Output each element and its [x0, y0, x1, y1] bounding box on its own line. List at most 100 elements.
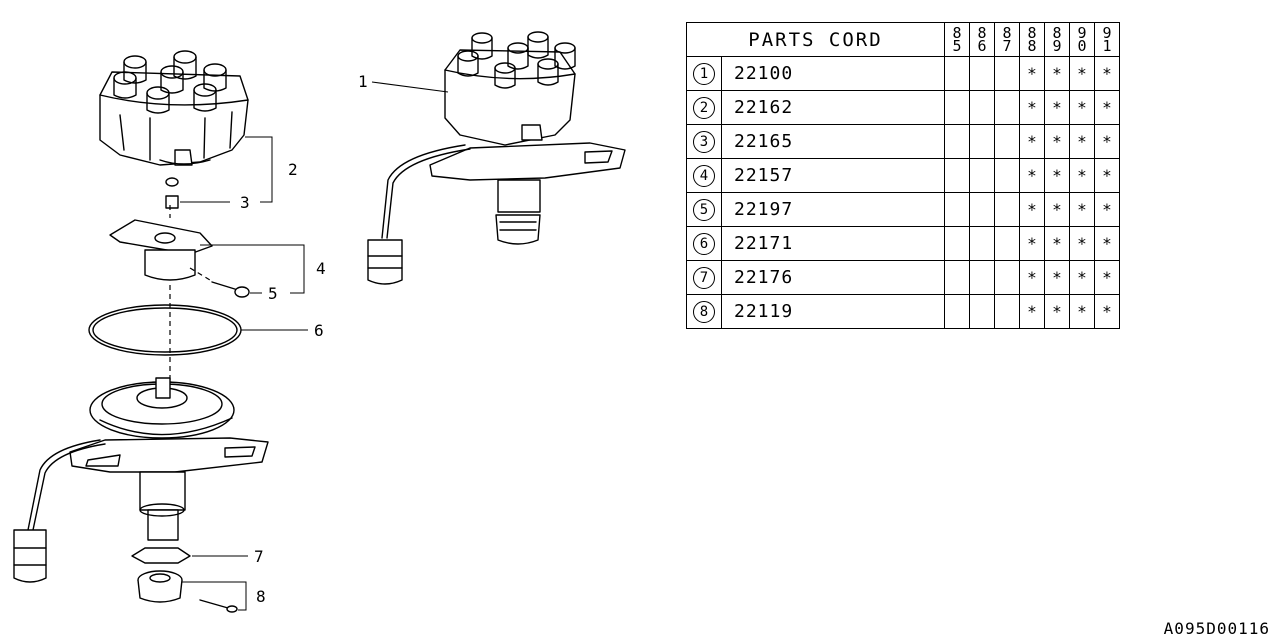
part-number-cell: 1 [686, 56, 722, 91]
part-code-cell: 22162 [721, 90, 945, 125]
year-applicability-cell: * [1069, 226, 1095, 261]
year-applicability-cell [969, 294, 995, 329]
year-applicability-cell: * [1044, 192, 1070, 227]
year-applicability-cell: * [1044, 56, 1070, 91]
year-applicability-cell [944, 124, 970, 159]
distributor-cap-part [99, 50, 249, 166]
year-applicability-cell [944, 226, 970, 261]
year-applicability-cell: * [1069, 90, 1095, 125]
year-applicability-cell: * [1069, 192, 1095, 227]
year-applicability-cell [994, 90, 1020, 125]
carbon-point-part [165, 177, 230, 209]
year-applicability-cell: * [1094, 56, 1120, 91]
year-applicability-cell [944, 158, 970, 193]
year-applicability-cell: * [1044, 260, 1070, 295]
callout-8: 8 [256, 587, 266, 606]
year-applicability-cell: * [1019, 158, 1045, 193]
year-applicability-cell: * [1069, 294, 1095, 329]
year-applicability-cell [944, 192, 970, 227]
rotor-part [109, 219, 300, 281]
year-applicability-cell [944, 260, 970, 295]
year-applicability-cell: * [1044, 124, 1070, 159]
year-applicability-cell [969, 226, 995, 261]
part-code-cell: 22171 [721, 226, 945, 261]
year-applicability-cell [944, 56, 970, 91]
year-applicability-cell: * [1094, 226, 1120, 261]
year-applicability-cell [994, 226, 1020, 261]
year-applicability-cell [969, 192, 995, 227]
year-applicability-cell [944, 90, 970, 125]
year-applicability-cell [994, 294, 1020, 329]
year-applicability-cell [994, 158, 1020, 193]
part-code-cell: 22119 [721, 294, 945, 329]
year-applicability-cell: * [1019, 192, 1045, 227]
year-applicability-cell: * [1069, 124, 1095, 159]
year-applicability-cell: * [1094, 124, 1120, 159]
year-applicability-cell: * [1019, 124, 1045, 159]
part-number-circle: 1 [693, 62, 715, 85]
year-applicability-cell: * [1094, 294, 1120, 329]
year-applicability-cell: * [1069, 158, 1095, 193]
part-code-cell: 22165 [721, 124, 945, 159]
year-applicability-cell [994, 124, 1020, 159]
year-applicability-cell: * [1044, 158, 1070, 193]
part-number-cell: 4 [686, 158, 722, 193]
part-number-circle: 7 [693, 266, 715, 289]
year-applicability-cell [969, 124, 995, 159]
washer-part [131, 547, 248, 564]
year-applicability-cell: * [1094, 90, 1120, 125]
year-applicability-cell: * [1069, 56, 1095, 91]
bracket-2-3 [245, 136, 273, 203]
year-applicability-cell: * [1094, 260, 1120, 295]
part-code-cell: 22176 [721, 260, 945, 295]
year-applicability-cell: * [1019, 56, 1045, 91]
callout-4: 4 [316, 259, 326, 278]
part-number-cell: 7 [686, 260, 722, 295]
part-number-circle: 8 [693, 300, 715, 323]
bracket-4-5 [290, 244, 305, 294]
drive-gear-part [137, 570, 247, 613]
part-code-cell: 22157 [721, 158, 945, 193]
part-number-circle: 2 [693, 96, 715, 119]
part-number-circle: 4 [693, 164, 715, 187]
distributor-body-part [13, 377, 269, 583]
parts-table-title: PARTS CORD [686, 22, 945, 57]
part-code-cell: 22197 [721, 192, 945, 227]
year-applicability-cell: * [1019, 90, 1045, 125]
part-number-cell: 6 [686, 226, 722, 261]
part-number-circle: 6 [693, 232, 715, 255]
year-applicability-cell: * [1044, 226, 1070, 261]
year-applicability-cell: * [1094, 158, 1120, 193]
callout-2: 2 [288, 160, 298, 179]
part-number-cell: 3 [686, 124, 722, 159]
assembled-distributor-part [367, 31, 626, 285]
callout-7: 7 [254, 547, 264, 566]
year-applicability-cell: * [1094, 192, 1120, 227]
callout-1: 1 [358, 72, 368, 91]
year-applicability-cell: * [1019, 226, 1045, 261]
year-applicability-cell: * [1019, 294, 1045, 329]
callout-6: 6 [314, 321, 324, 340]
part-number-cell: 8 [686, 294, 722, 329]
year-applicability-cell [969, 90, 995, 125]
year-applicability-cell [994, 192, 1020, 227]
callout-3: 3 [240, 193, 250, 212]
diagram-id-label: A095D00116 [1163, 619, 1270, 638]
year-applicability-cell: * [1044, 294, 1070, 329]
year-applicability-cell [969, 260, 995, 295]
